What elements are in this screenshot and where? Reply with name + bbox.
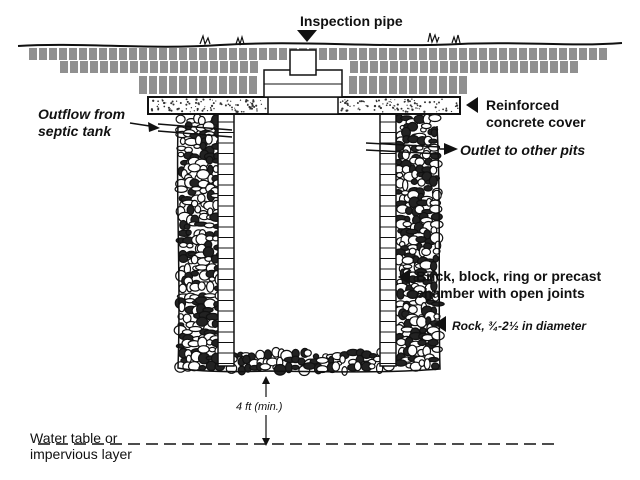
water-table-label: Water table or impervious layer: [30, 430, 132, 462]
depth-dimension: [262, 376, 270, 446]
inspection-arrow: [297, 30, 317, 42]
cover-arrow: [466, 97, 478, 113]
ground-surface: [17, 42, 623, 48]
outlet-label: Outlet to other pits: [460, 142, 586, 158]
rock-arrow: [434, 316, 446, 332]
cover-texture: [150, 98, 459, 113]
outflow-pipe: [157, 123, 233, 138]
chamber-label: Brick, block, ring or precast chamber wi…: [416, 268, 602, 301]
chamber-arrow: [398, 269, 410, 285]
rock-fill-left: [173, 113, 395, 377]
reinforced-cover-label: Reinforced concrete cover: [486, 97, 586, 130]
grass-tufts: [199, 32, 461, 47]
outflow-label: Outflow from septic tank: [38, 106, 126, 139]
depth-label: 4 ft (min.): [236, 401, 283, 413]
outlet-pipe: [365, 142, 441, 155]
soil-hatching: [29, 48, 607, 94]
pit-outline: [176, 125, 441, 373]
rock-label: Rock, ¾-2½ in diameter: [452, 319, 587, 333]
inspection-pipe-label: Inspection pipe: [300, 13, 403, 29]
chamber-wall-left: [217, 113, 235, 367]
inspection-pipe-stem: [289, 49, 317, 76]
cover-opening: [267, 96, 339, 115]
